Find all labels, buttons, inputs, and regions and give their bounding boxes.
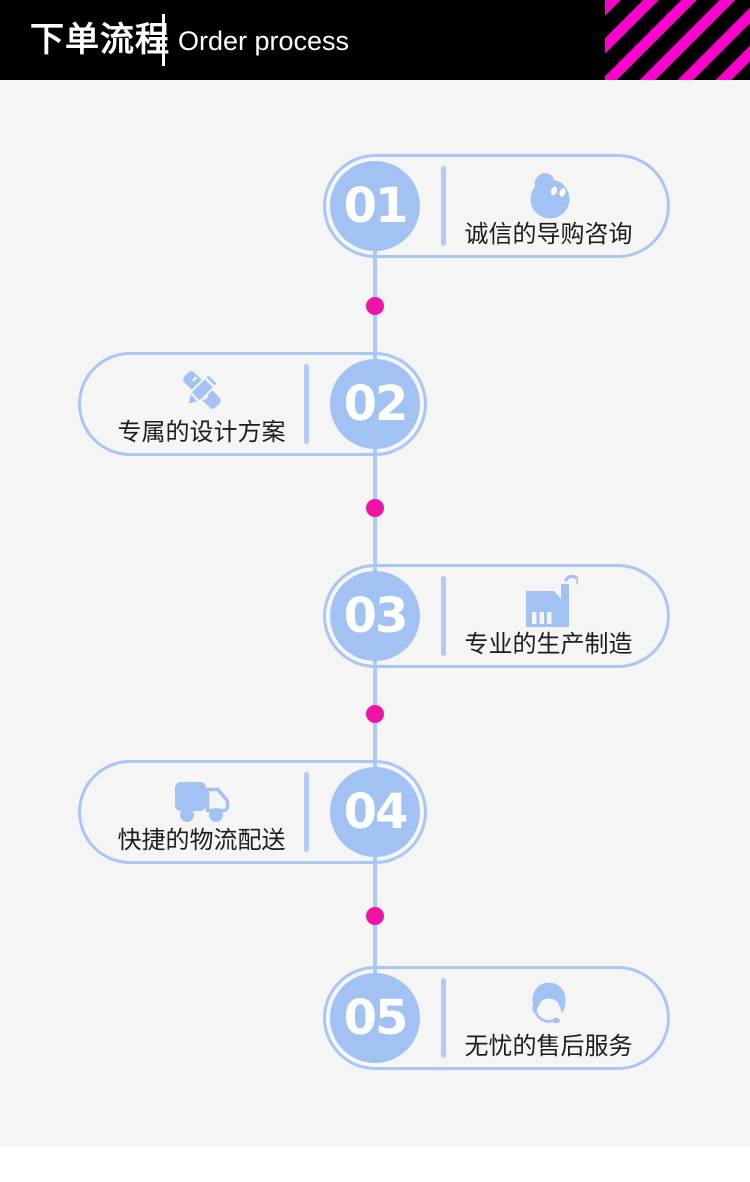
step-label: 无忧的售后服务 bbox=[464, 1032, 633, 1060]
header-divider bbox=[162, 14, 165, 66]
customer-service-icon bbox=[523, 977, 575, 1031]
connector-dot bbox=[366, 499, 384, 517]
step-number-badge: 01 bbox=[330, 161, 420, 251]
step-number: 05 bbox=[343, 990, 409, 1046]
section-subtitle: Order process bbox=[178, 26, 350, 56]
process-step-3: 03 专业的生产制造 bbox=[323, 564, 670, 668]
step-label: 诚信的导购咨询 bbox=[464, 220, 633, 248]
delivery-truck-icon bbox=[173, 771, 231, 825]
step-number: 01 bbox=[343, 178, 409, 234]
section-title: 下单流程 bbox=[30, 21, 170, 59]
section-header: 下单流程 Order process bbox=[0, 0, 750, 80]
step-content: 无忧的售后服务 bbox=[450, 969, 647, 1067]
process-step-1: 01 诚信的导购咨询 bbox=[323, 154, 670, 258]
step-content: 快捷的物流配送 bbox=[97, 763, 306, 861]
process-step-5: 05 无忧的售后服务 bbox=[323, 966, 670, 1070]
step-number-badge: 04 bbox=[330, 767, 420, 857]
step-number-badge: 05 bbox=[330, 973, 420, 1063]
process-step-2: 02 专属的设计方案 bbox=[78, 352, 427, 456]
design-pencil-ruler-icon bbox=[175, 363, 229, 417]
step-divider bbox=[441, 978, 446, 1058]
chat-bubble-icon bbox=[524, 165, 574, 219]
step-label: 专业的生产制造 bbox=[464, 630, 633, 658]
step-number: 04 bbox=[343, 784, 409, 840]
step-content: 诚信的导购咨询 bbox=[450, 157, 647, 255]
step-number-badge: 03 bbox=[330, 571, 420, 661]
step-content: 专业的生产制造 bbox=[450, 567, 647, 665]
step-divider bbox=[304, 364, 309, 444]
step-content: 专属的设计方案 bbox=[97, 355, 306, 453]
connector-dot bbox=[366, 297, 384, 315]
connector-dot bbox=[366, 705, 384, 723]
step-label: 快捷的物流配送 bbox=[117, 826, 286, 854]
step-number-badge: 02 bbox=[330, 359, 420, 449]
diagonal-stripes-decoration bbox=[605, 0, 750, 80]
step-number: 02 bbox=[343, 376, 409, 432]
step-label: 专属的设计方案 bbox=[117, 418, 286, 446]
step-divider bbox=[441, 166, 446, 246]
connector-dot bbox=[366, 907, 384, 925]
factory-icon bbox=[520, 574, 578, 629]
step-number: 03 bbox=[343, 588, 409, 644]
step-divider bbox=[441, 576, 446, 656]
process-step-4: 04 快捷的物流配送 bbox=[78, 760, 427, 864]
step-divider bbox=[304, 772, 309, 852]
